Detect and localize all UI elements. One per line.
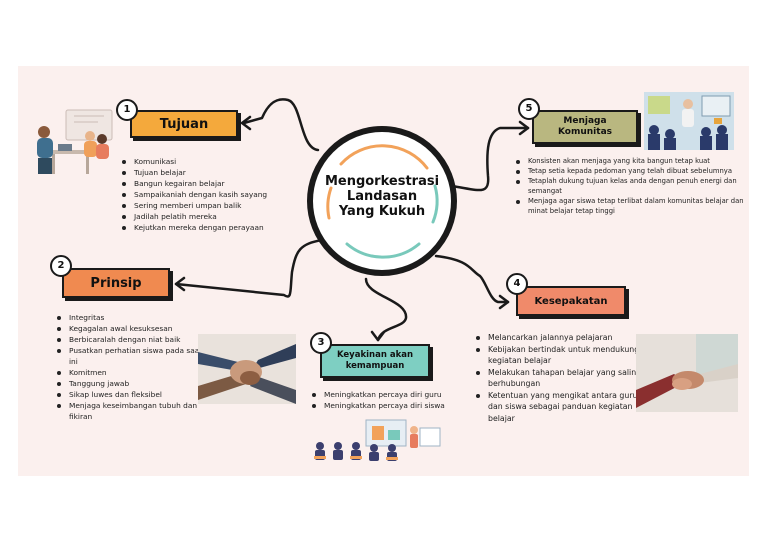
list-item: Tanggung jawab <box>57 378 205 389</box>
list-item: Kebijakan bertindak untuk mendukung kegi… <box>476 344 644 367</box>
handshake-photo <box>636 334 738 412</box>
list-item: Meningkatkan percaya diri guru <box>312 389 480 400</box>
classroom-presentation-illustration <box>314 419 441 461</box>
list-item: Pusatkan perhatian siswa pada saat ini <box>57 345 205 367</box>
list-item: Melakukan tahapan belajar yang saling be… <box>476 367 644 390</box>
node-menjaga-komunitas-list: Konsisten akan menjaga yang kita bangun … <box>514 156 748 216</box>
node-kesepakatan-list: Melancarkan jalannya pelajaran Kebijakan… <box>474 332 644 424</box>
joined-hands-photo <box>198 334 296 404</box>
center-circle <box>307 126 457 276</box>
list-item: Bangun kegairan belajar <box>122 178 310 189</box>
list-item: Menjaga agar siswa tetap terlibat dalam … <box>516 196 748 216</box>
node-prinsip: Prinsip <box>62 268 170 298</box>
list-item: Sampaikaniah dengan kasih sayang <box>122 189 310 200</box>
node-kesepakatan-title: Kesepakatan <box>534 295 608 307</box>
node-tujuan: Tujuan <box>130 110 238 138</box>
node-keyakinan-title: Keyakinan akan kemampuan <box>336 350 414 371</box>
node-menjaga-komunitas-title: Menjaga Komunitas <box>557 116 612 137</box>
node-kesepakatan: Kesepakatan <box>516 286 626 316</box>
list-item: Menjaga keseimbangan tubuh dan fikiran <box>57 400 205 422</box>
list-item: Komitmen <box>57 367 205 378</box>
node-tujuan-number: 1 <box>116 99 138 121</box>
list-item: Kejutkan mereka dengan perayaan <box>122 222 310 233</box>
list-item: Melancarkan jalannya pelajaran <box>476 332 644 344</box>
list-item: Meningkatkan percaya diri siswa <box>312 400 480 411</box>
node-prinsip-number: 2 <box>50 255 72 277</box>
node-prinsip-title: Prinsip <box>90 275 142 291</box>
node-keyakinan-list: Meningkatkan percaya diri guru Meningkat… <box>310 389 480 411</box>
center-title: Mengorkestrasi Landasan Yang Kukuh <box>324 174 440 219</box>
classroom-photo <box>644 92 734 150</box>
list-item: Berbicaralah dengan niat baik <box>57 334 205 345</box>
node-menjaga-komunitas-number: 5 <box>518 98 540 120</box>
node-keyakinan-number: 3 <box>310 332 332 354</box>
node-tujuan-title: Tujuan <box>159 116 209 132</box>
list-item: Tetaplah dukung tujuan kelas anda dengan… <box>516 176 748 196</box>
node-keyakinan: Keyakinan akan kemampuan <box>320 344 430 378</box>
list-item: Ketentuan yang mengikat antara guru dan … <box>476 390 644 425</box>
node-menjaga-komunitas: Menjaga Komunitas <box>532 110 638 144</box>
list-item: Jadilah pelatih mereka <box>122 211 310 222</box>
node-kesepakatan-number: 4 <box>506 273 528 295</box>
list-item: Sikap luwes dan fleksibel <box>57 389 205 400</box>
list-item: Sering memberi umpan balik <box>122 200 310 211</box>
center-ring-arcs <box>326 144 439 259</box>
node-prinsip-list: Integritas Kegagalan awal kesuksesan Ber… <box>55 312 205 422</box>
list-item: Komunikasi <box>122 156 310 167</box>
list-item: Integritas <box>57 312 205 323</box>
node-tujuan-list: Komunikasi Tujuan belajar Bangun kegaira… <box>120 156 310 233</box>
list-item: Kegagalan awal kesuksesan <box>57 323 205 334</box>
people-meeting-illustration <box>37 109 113 174</box>
list-item: Konsisten akan menjaga yang kita bangun … <box>516 156 748 166</box>
list-item: Tetap setia kepada pedoman yang telah di… <box>516 166 748 176</box>
list-item: Tujuan belajar <box>122 167 310 178</box>
